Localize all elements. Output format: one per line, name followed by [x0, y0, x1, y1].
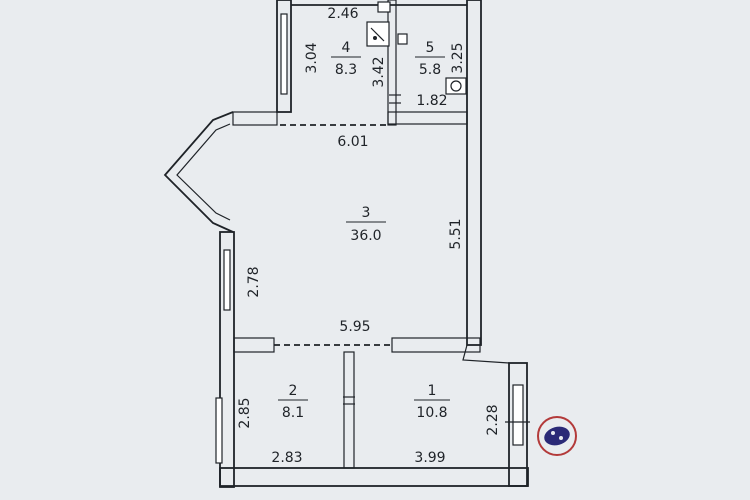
room-number: 3: [362, 205, 371, 221]
room-number: 2: [289, 383, 298, 399]
dim-room3-left: 2.78: [246, 266, 262, 297]
room-area: 8.1: [282, 405, 304, 421]
dim-room3-right: 5.51: [448, 218, 464, 249]
windows: [215, 13, 524, 464]
room-number: 5: [426, 40, 435, 56]
dim-room4-left: 3.04: [304, 42, 320, 73]
room-area: 36.0: [350, 228, 381, 244]
dim-room5-right: 3.25: [450, 42, 466, 73]
room-area: 10.8: [416, 405, 447, 421]
room-area: 8.3: [335, 62, 357, 78]
dim-room2-bottom: 2.83: [271, 450, 302, 466]
toilet-icon: [445, 77, 467, 95]
room-area: 5.8: [419, 62, 441, 78]
dim-room3-top: 6.01: [337, 134, 368, 150]
room-number: 4: [342, 40, 351, 56]
dim-room3-bottom: 5.95: [339, 319, 370, 335]
room-5-label: 5 5.8: [415, 40, 445, 78]
room-number: 1: [428, 383, 437, 399]
kitchen-stove-icon: [366, 21, 390, 47]
walls: [163, 0, 529, 488]
room-2-label: 2 8.1: [278, 383, 308, 421]
sink-icon: [377, 1, 408, 45]
dim-room5-bottom: 1.82: [416, 93, 447, 109]
stamp-seal: [537, 416, 577, 456]
dim-room2-left: 2.85: [237, 397, 253, 428]
dim-room1-bottom: 3.99: [414, 450, 445, 466]
dim-room4-right: 3.42: [371, 56, 387, 87]
room-1-label: 1 10.8: [414, 383, 450, 421]
dim-top-width: 2.46: [327, 6, 358, 22]
dim-room1-right: 2.28: [485, 404, 501, 435]
room-3-label: 3 36.0: [346, 205, 386, 244]
room-4-label: 4 8.3: [331, 40, 361, 78]
